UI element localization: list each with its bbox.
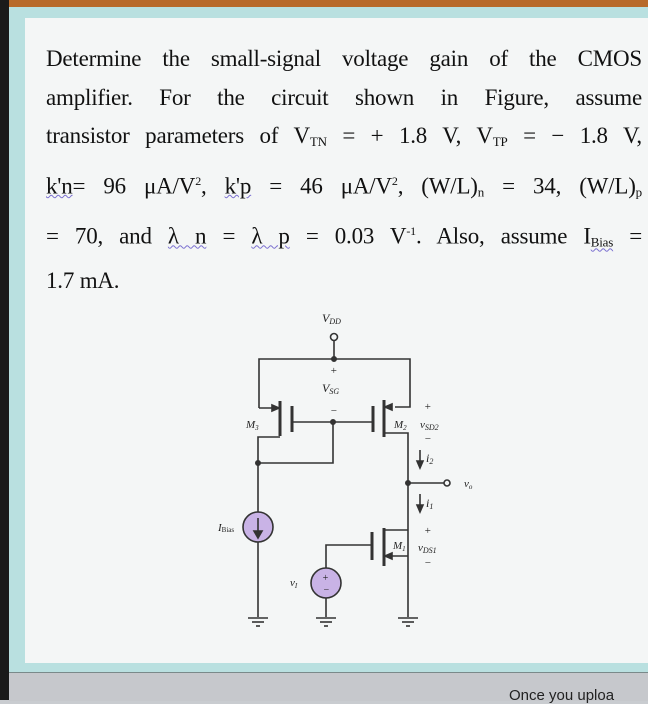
vi-label: vI [290,577,298,590]
vdd-label: VDD [322,311,341,326]
ground-icon [398,617,418,627]
wire-m1-gate [325,544,372,568]
ground-icon [316,617,336,627]
ground-icon [248,617,268,627]
problem-line-1: Determine the small-signal voltage gain … [46,46,642,71]
ibias-arrowhead-icon [252,530,264,540]
m1-arrow-icon [382,551,393,561]
m3-drain [257,436,280,463]
vsd2-label: vSD2 [420,419,439,432]
m3-arrow-icon [271,403,282,413]
i2-label: i2 [426,451,433,466]
problem-line-5: = 70, and λ n = λ p = 0.03 V-1. Also, as… [46,223,643,250]
wire-diode [258,422,334,464]
vds1-label: vDS1 [418,542,437,555]
wire-top-rail [258,358,411,408]
vsd2-minus: − [424,433,431,445]
ibias-label: IBias [217,522,234,534]
node-dot [404,479,411,486]
vo-label: vo [464,478,473,491]
vo-terminal[interactable] [443,479,451,487]
problem-line-2: amplifier. For the circuit shown in Figu… [46,84,642,110]
vds1-minus: − [424,557,431,569]
i1-label: i1 [426,496,433,511]
m2-label: M2 [393,419,407,432]
problem-line-6: 1.7 mA. [46,267,120,293]
vsg-minus: − [330,405,337,417]
i2-arrowhead-icon [415,460,425,471]
footer-bar: Once you uploa [9,672,648,704]
vsd2-plus: + [424,401,431,413]
i1-arrowhead-icon [415,504,425,515]
m2-drain [384,432,409,617]
vds1-plus: + [424,525,431,537]
left-edge [0,0,9,700]
vdd-terminal [329,332,339,342]
vi-minus: − [323,585,330,596]
question-card [25,18,648,663]
top-bar [0,0,648,7]
node-dot [330,355,337,362]
vsg-label: VSG [322,381,339,396]
problem-line-4: k'n= 96 μA/V2, k'p = 46 μA/V2, (W/L)n = … [46,173,642,200]
m3-label: M3 [245,419,259,432]
footer-text: Once you uploa [509,687,615,704]
m2-arrow-icon [382,402,393,412]
problem-text: Determine the small-signal voltage gain … [46,40,642,300]
vi-plus: + [322,573,329,584]
problem-line-3: transistor parameters of VTN = + 1.8 V, … [46,123,642,149]
vsg-plus: + [330,365,337,377]
m1-label: M1 [392,540,406,553]
